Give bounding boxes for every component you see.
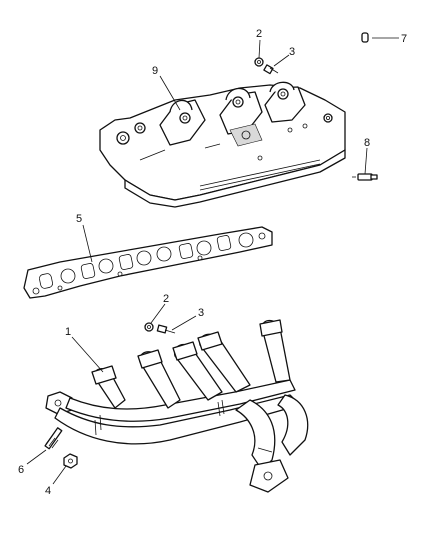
exhaust-manifold [45,319,309,493]
callout-4: 4 [45,485,51,497]
callout-5: 5 [76,213,82,225]
callout-2-middle: 2 [163,293,169,305]
callout-labels: 2 3 7 9 8 5 2 3 1 6 4 [18,28,407,497]
stud-part-6 [44,427,63,450]
intake-manifold [99,81,346,208]
plug-part-7 [361,32,369,43]
callout-7: 7 [401,33,407,45]
middle-bolt-washer [144,322,176,334]
manifold-gasket [23,226,273,299]
callout-2-top: 2 [256,28,262,40]
callout-9: 9 [152,65,158,77]
callout-6: 6 [18,464,24,476]
callout-8: 8 [364,137,370,149]
sensor-part-8 [352,173,378,181]
top-bolt-washer [254,57,279,75]
callout-1: 1 [65,326,71,338]
callout-3-middle: 3 [198,307,204,319]
callout-3-top: 3 [289,46,295,58]
leader-lines [26,37,399,485]
nut-part-4 [63,453,78,469]
